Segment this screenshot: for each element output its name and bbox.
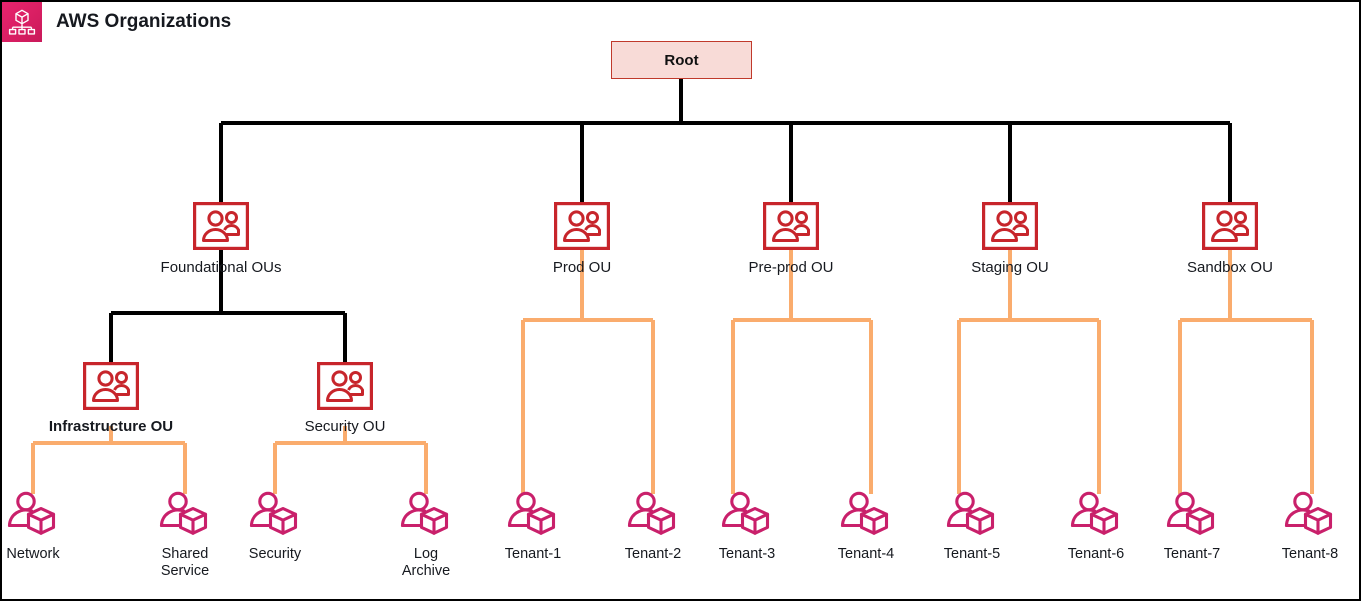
node-tenant-8-account-label: Tenant-8	[1281, 546, 1339, 562]
node-tenant-7-account-label: Tenant-7	[1163, 546, 1221, 562]
node-tenant-6-account-label: Tenant-6	[1067, 546, 1125, 562]
node-preprod-ou-label: Pre-prod OU	[748, 259, 834, 276]
account-icon	[1164, 490, 1220, 540]
ou-group-icon	[317, 362, 373, 410]
account-icon	[1068, 490, 1124, 540]
aws-organizations-icon	[2, 2, 42, 42]
node-security-ou-label: Security OU	[304, 418, 386, 435]
ou-group-icon	[554, 202, 610, 250]
account-icon	[719, 490, 775, 540]
node-tenant-1-account-label: Tenant-1	[504, 546, 562, 562]
account-icon	[398, 490, 454, 540]
node-sandbox-ou-label: Sandbox OU	[1187, 259, 1273, 276]
node-tenant-3-account-label: Tenant-3	[718, 546, 776, 562]
header: AWS Organizations	[2, 2, 231, 42]
account-icon	[625, 490, 681, 540]
orange-connectors	[31, 250, 1314, 494]
account-icon	[505, 490, 561, 540]
node-tenant-2-account-label: Tenant-2	[624, 546, 682, 562]
node-infrastructure-ou-label: Infrastructure OU	[48, 418, 174, 435]
account-icon	[247, 490, 303, 540]
ou-group-icon	[982, 202, 1038, 250]
node-tenant-4-account-label: Tenant-4	[837, 546, 895, 562]
ou-group-icon	[763, 202, 819, 250]
account-icon	[944, 490, 1000, 540]
account-icon	[157, 490, 213, 540]
ou-group-icon	[1202, 202, 1258, 250]
header-title: AWS Organizations	[56, 11, 232, 32]
node-staging-ou-label: Staging OU	[971, 259, 1049, 276]
ou-group-icon	[83, 362, 139, 410]
node-network-account-label: Network	[6, 546, 60, 562]
account-icon	[838, 490, 894, 540]
node-root[interactable]: Root	[611, 41, 752, 79]
black-connectors	[109, 79, 1232, 362]
ou-group-icon	[193, 202, 249, 250]
node-foundational-ou-label: Foundational OUs	[160, 259, 282, 276]
node-root-label: Root	[664, 51, 699, 69]
node-log-archive-account-label: Log Archive	[401, 546, 451, 579]
node-prod-ou-label: Prod OU	[552, 259, 612, 276]
node-shared-service-account-label: Shared Service	[160, 546, 210, 579]
node-tenant-5-account-label: Tenant-5	[943, 546, 1001, 562]
account-icon	[1282, 490, 1338, 540]
account-icon	[5, 490, 61, 540]
node-security-account-label: Security	[248, 546, 302, 562]
